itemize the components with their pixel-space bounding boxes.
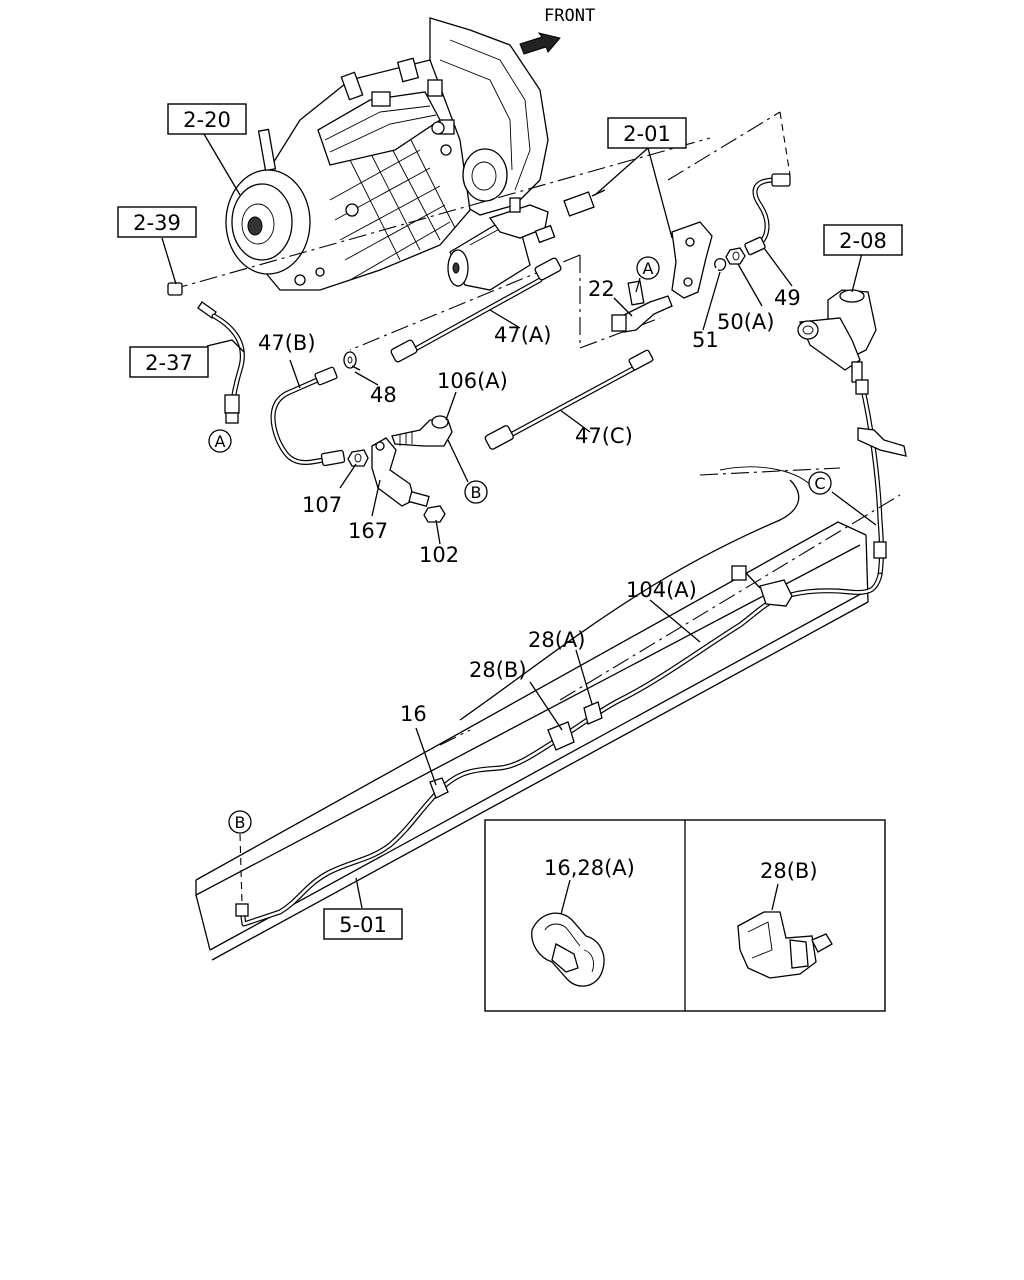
ref-box-label: 2-08 [839, 229, 887, 253]
svg-text:B: B [471, 483, 482, 502]
clip-16-28a-detail [531, 912, 605, 987]
clutch-switch [563, 189, 606, 217]
slave-cylinder [447, 197, 556, 291]
leader-lines [161, 133, 877, 909]
svg-text:A: A [643, 259, 654, 278]
pipe-49 [744, 173, 791, 256]
ref-box-2-39[interactable]: 2-39 [117, 206, 197, 238]
callout-28a: 28(A) [528, 628, 585, 652]
centerline-1 [169, 137, 711, 291]
pipe-47a [390, 257, 562, 363]
marker-c: C [808, 471, 832, 495]
washer-48 [343, 351, 357, 369]
callout-47b: 47(B) [258, 331, 316, 355]
callout-49: 49 [774, 286, 801, 310]
pipe-47b [270, 366, 346, 467]
nut-50a [725, 247, 746, 265]
ref-box-label: 2-01 [623, 122, 671, 146]
marker-b-top: B [464, 480, 488, 504]
ref-box-2-37[interactable]: 2-37 [129, 346, 209, 378]
centerline-2 [667, 111, 781, 181]
centerline-3 [779, 111, 791, 176]
svg-text:A: A [215, 432, 226, 451]
callout-104a: 104(A) [626, 578, 697, 602]
callout-167: 167 [348, 519, 388, 543]
ref-box-label: 5-01 [339, 913, 387, 937]
bracket-167 [371, 437, 415, 507]
ref-box-2-20[interactable]: 2-20 [167, 103, 247, 135]
bolt-and-nut-102 [408, 491, 446, 523]
clip-51 [714, 258, 727, 271]
ref-box-2-08[interactable]: 2-08 [823, 224, 903, 256]
ref-box-label: 2-39 [133, 211, 181, 235]
nut-107 [347, 449, 369, 467]
detail-label-clip-16-28a: 16,28(A) [544, 856, 635, 880]
hose-master-to-pipe [855, 379, 907, 578]
clip-28b [547, 721, 575, 751]
clip-28b-detail [737, 911, 833, 979]
marker-b-line [239, 833, 243, 905]
ref-box-2-01[interactable]: 2-01 [607, 117, 687, 149]
hose-2-37 [167, 282, 245, 424]
ref-box-5-01[interactable]: 5-01 [323, 908, 403, 940]
callout-28b: 28(B) [469, 658, 527, 682]
callout-47a: 47(A) [494, 323, 551, 347]
callout-47c: 47(C) [575, 424, 633, 448]
svg-text:C: C [814, 474, 825, 493]
callout-106a: 106(A) [437, 369, 508, 393]
callout-48: 48 [370, 383, 397, 407]
clip-16 [429, 777, 449, 799]
ref-box-label: 2-20 [183, 108, 231, 132]
detail-label-clip-28b: 28(B) [760, 859, 818, 883]
pipe-47c [484, 349, 654, 450]
transmission-assembly [225, 17, 549, 291]
svg-text:B: B [235, 813, 246, 832]
connector-106a [391, 415, 453, 447]
callout-50a: 50(A) [717, 310, 774, 334]
marker-a-right: A [636, 256, 660, 280]
t-joint-22 [611, 280, 673, 333]
callout-102: 102 [419, 543, 459, 567]
frame-rail [195, 466, 901, 961]
marker-a-left: A [208, 429, 232, 453]
clip-28a [583, 701, 603, 725]
front-label: FRONT [544, 6, 595, 26]
front-arrow-icon [519, 32, 561, 55]
callout-51: 51 [692, 328, 719, 352]
callout-22: 22 [588, 277, 615, 301]
callout-107: 107 [302, 493, 342, 517]
callout-16: 16 [400, 702, 427, 726]
marker-b-bottom: B [228, 810, 252, 834]
ref-box-label: 2-37 [145, 351, 193, 375]
detail-box: 16,28(A) 28(B) [484, 819, 886, 1012]
bracket-2-01 [671, 221, 713, 299]
master-cylinder-2-08 [797, 289, 877, 383]
